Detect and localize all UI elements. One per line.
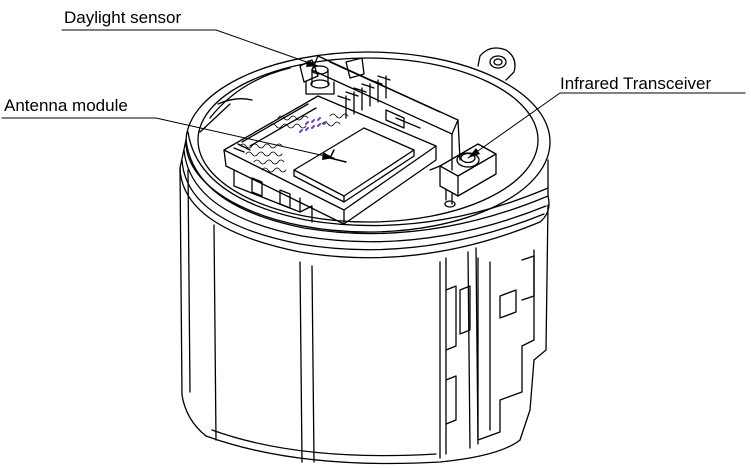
mounting-ear — [477, 47, 516, 81]
cylinder-body — [179, 167, 549, 465]
antenna-module-label: Antenna module — [4, 96, 128, 115]
daylight-sensor-label: Daylight sensor — [64, 8, 182, 27]
leader-infrared-transceiver — [467, 92, 746, 159]
daylight-sensor — [305, 65, 335, 95]
pcb-marking — [299, 117, 327, 133]
infrared-transceiver — [429, 143, 497, 208]
connector-pins — [337, 75, 421, 129]
top-cover — [185, 51, 551, 233]
leader-antenna-module — [1, 117, 335, 159]
antenna-module — [223, 95, 437, 225]
infrared-transceiver-label: Infrared Transceiver — [560, 74, 712, 93]
leader-lines — [1, 29, 746, 159]
side-bracket — [445, 249, 535, 441]
leader-daylight-sensor — [61, 29, 319, 67]
